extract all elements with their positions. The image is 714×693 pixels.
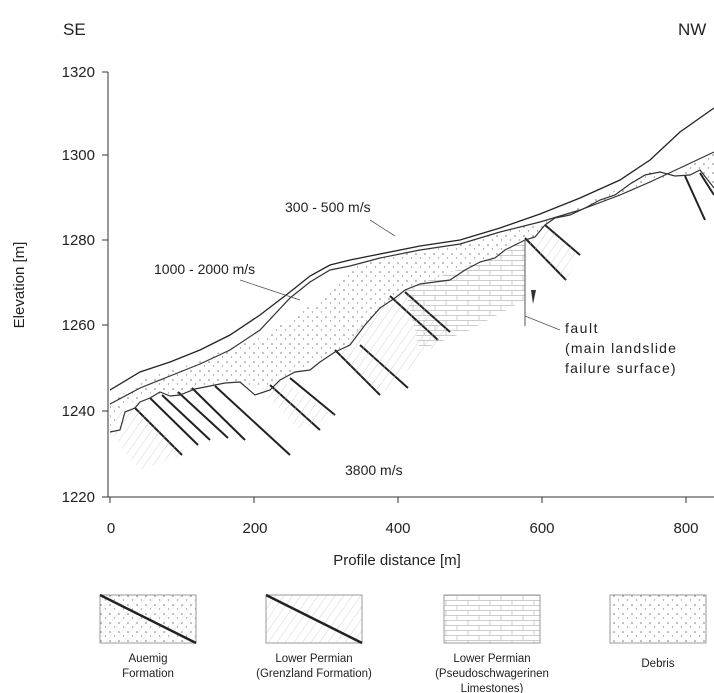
y-axis-label: Elevation [m]: [11, 242, 28, 329]
x-axis: 0 200 400 600 800 Profile distance [m]: [107, 496, 714, 569]
legend-label: (Grenzland Formation): [256, 668, 372, 680]
legend-label: (Pseudoschwagerinen: [435, 668, 549, 680]
fault-arrow: [531, 290, 536, 304]
y-tick-label: 1320: [62, 64, 95, 81]
x-tick-label: 800: [673, 520, 698, 537]
y-tick-label: 1280: [62, 232, 95, 249]
x-tick-label: 600: [529, 520, 554, 537]
y-tick-label: 1240: [62, 403, 95, 420]
legend-label: Lower Permian: [275, 653, 352, 665]
legend-label: Debris: [641, 658, 674, 670]
legend-label: Formation: [122, 668, 174, 680]
velocity-label-1000-2000: 1000 - 2000 m/s: [154, 261, 255, 277]
debris-layer: [110, 150, 714, 432]
fault-label: fault: [565, 320, 599, 336]
x-tick-label: 400: [385, 520, 410, 537]
refractor-3800: [109, 169, 714, 433]
legend-item-limestone: Lower Permian (Pseudoschwagerinen Limest…: [435, 594, 549, 693]
bedrock-band: [260, 380, 335, 430]
direction-se: SE: [63, 20, 86, 39]
fault-label: failure surface): [565, 360, 677, 376]
direction-nw: NW: [678, 20, 706, 39]
velocity-label-300-500: 300 - 500 m/s: [285, 199, 371, 215]
bedrock-band: [110, 400, 182, 470]
bedrock-band: [335, 290, 450, 395]
velocity-label-3800: 3800 m/s: [345, 462, 403, 478]
fault-label: (main landslide: [565, 340, 677, 356]
bedrock-band: [525, 225, 580, 280]
ground-surface: [109, 107, 714, 391]
geologic-profile: [109, 107, 714, 470]
x-axis-label: Profile distance [m]: [333, 552, 461, 569]
y-tick-label: 1220: [62, 489, 95, 506]
y-tick-label: 1300: [62, 147, 95, 164]
y-tick-label: 1260: [62, 317, 95, 334]
x-tick-label: 0: [107, 520, 115, 537]
y-axis: 1320 1300 1280 1260 1240 1220 Elevation …: [11, 64, 109, 506]
x-tick-label: 200: [242, 520, 267, 537]
legend-item-grenzland: Lower Permian (Grenzland Formation): [256, 593, 372, 680]
legend-label: Lower Permian: [453, 653, 530, 665]
legend-item-debris: Debris: [609, 594, 707, 670]
refractor-1000-2000: [109, 151, 714, 405]
legend-label: Limestones): [461, 683, 524, 693]
legend-label: Auemig: [129, 653, 168, 665]
legend: Auemig Formation Lower Permian (Grenzlan…: [99, 593, 707, 693]
legend-item-auemig: Auemig Formation: [99, 593, 197, 680]
